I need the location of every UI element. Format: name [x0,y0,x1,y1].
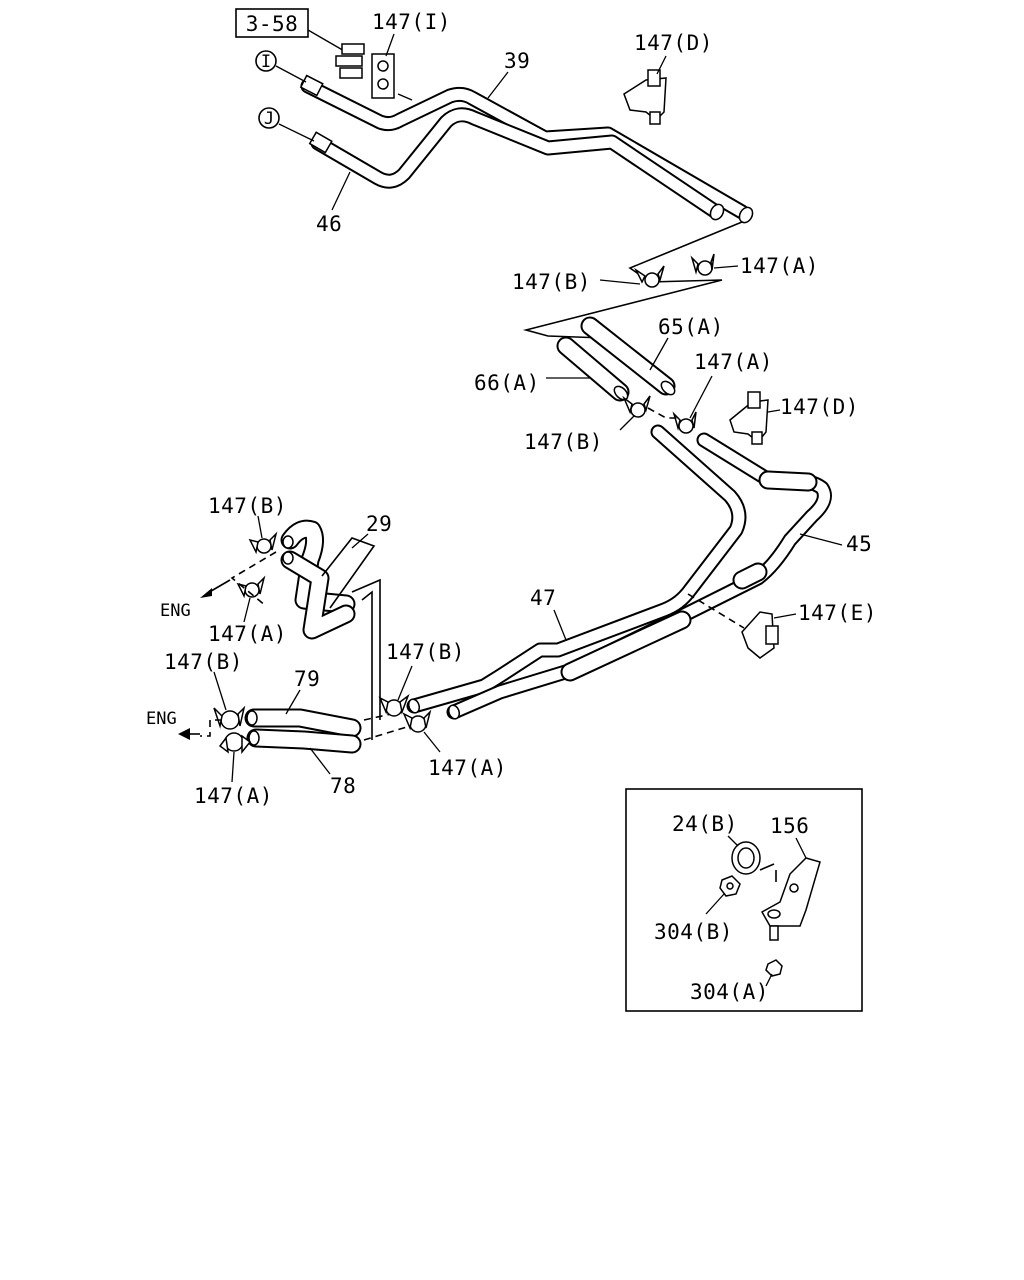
label-eng-upper: ENG [160,601,191,621]
clip-147-e [687,593,797,659]
label-39: 39 [504,49,530,73]
label-304a: 304(A) [690,980,769,1004]
dash-link-lower [363,711,411,741]
label-147-a-4: 147(A) [194,784,273,808]
hose-65a [580,316,676,396]
reference-box-3-58[interactable]: 3-58 [235,8,347,53]
label-47: 47 [530,586,556,610]
label-eng-lower: ENG [146,709,177,729]
clamp-147-a-1 [690,253,739,276]
pipe-end-sleeves [299,74,754,224]
bolt-24b [727,835,761,875]
inset-bracket-detail: 24(B) 156 304(B) 304(A) [625,788,863,1012]
clamp-147-b-4 [378,665,413,717]
eng-arrow-upper [200,551,277,607]
label-79: 79 [294,667,320,691]
clamp-147-a-4 [218,732,252,783]
label-147-a-5: 147(A) [428,756,507,780]
label-304b: 304(B) [654,920,733,944]
clamp-147-a-5 [402,709,441,753]
label-147-i: 147(I) [372,10,451,34]
svg-text:J: J [264,109,274,129]
clamp-147-b-3 [248,515,278,555]
connection-frame [522,221,743,339]
pipe-47 [406,424,747,714]
clamp-147-a-2 [672,375,713,434]
eng-arrow-lower [178,719,222,740]
label-147-d-mid: 147(D) [780,395,859,419]
hose-79 [244,708,362,738]
svg-text:3-58: 3-58 [246,12,299,36]
clamp-147-b-1 [599,265,665,288]
label-147-a-1: 147(A) [740,254,819,278]
label-46: 46 [316,212,342,236]
label-147-d-top: 147(D) [634,31,713,55]
clamp-147-b-2 [619,395,651,431]
label-45: 45 [846,532,872,556]
bracket-156 [759,837,821,927]
label-147-b-3: 147(B) [208,494,287,518]
svg-text:I: I [261,52,271,72]
nut-304a [765,925,783,987]
hose-29 [280,519,381,740]
label-147-e: 147(E) [798,601,877,625]
label-29: 29 [366,512,392,536]
marker-i: I [255,50,307,83]
dash-link-1 [647,407,680,419]
label-147-b-4: 147(B) [386,640,465,664]
label-24b: 24(B) [672,812,738,836]
label-147-a-2: 147(A) [694,350,773,374]
clamp-147-b-5 [213,671,246,730]
label-147-b-5: 147(B) [164,650,243,674]
label-156: 156 [770,814,809,838]
clip-147-i [335,33,413,101]
clip-147-d-mid [729,391,781,445]
clip-147-d-top [623,55,667,125]
pipe-46 [310,107,724,220]
pipe-sleeves-lower [407,470,818,720]
hose-78 [246,728,362,754]
label-78: 78 [330,774,356,798]
label-147-b-1: 147(B) [512,270,591,294]
label-66a: 66(A) [474,371,540,395]
nut-304b [705,875,741,915]
label-147-a-3: 147(A) [208,622,287,646]
marker-j: J [258,107,315,142]
label-65a: 65(A) [658,315,724,339]
clamp-147-a-3 [236,575,266,623]
pipe-39 [300,78,750,220]
hose-66a [556,336,630,402]
label-147-b-2: 147(B) [524,430,603,454]
